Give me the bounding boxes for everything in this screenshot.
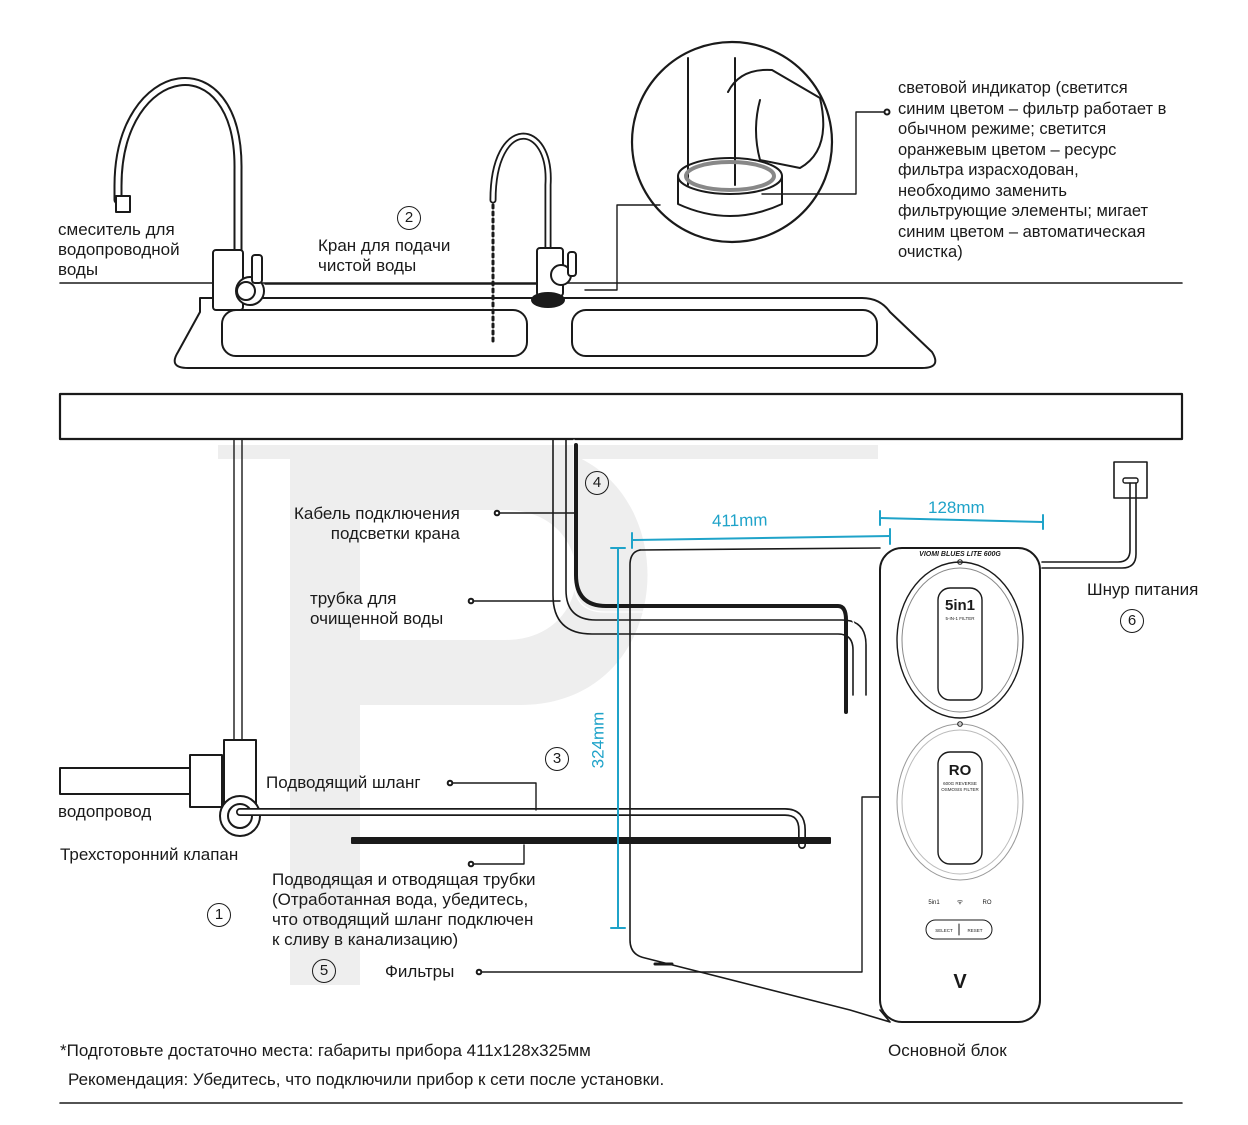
filters-label: Фильтры xyxy=(385,962,455,981)
brand-logo: V xyxy=(953,971,967,993)
filter1-sub: 5-IN-1 FILTER xyxy=(946,616,976,621)
reset-button[interactable]: RESET xyxy=(967,928,982,933)
clean-water-faucet xyxy=(489,132,577,308)
number-1: 1 xyxy=(207,903,231,927)
cable-and-tube xyxy=(552,439,867,714)
countertop xyxy=(58,392,1184,441)
filter1-logo: 5in1 xyxy=(945,597,975,614)
sink-basin-right xyxy=(571,309,878,357)
number-5: 5 xyxy=(312,959,336,983)
sink-basin-left xyxy=(221,309,528,357)
wifi-icon: ᯤ xyxy=(957,899,964,906)
dimension-width: 411mm xyxy=(711,510,768,531)
filter2-logo: RO xyxy=(949,762,972,779)
dimension-height: 324mm xyxy=(588,711,608,769)
number-6: 6 xyxy=(1120,609,1144,633)
sink-outline xyxy=(173,297,937,369)
footnote-recommendation: Рекомендация: Убедитесь, что подключили … xyxy=(68,1070,665,1089)
mixer-label: смеситель для водопроводной воды xyxy=(58,220,180,279)
number-3: 3 xyxy=(545,747,569,771)
main-unit-label: Основной блок xyxy=(888,1041,1007,1060)
dimension-depth: 128mm xyxy=(928,498,985,517)
filter2-sub1: 600G REVERSE xyxy=(943,781,977,786)
valve-label: Трехсторонний клапан xyxy=(60,845,239,864)
indicator-ro: RO xyxy=(983,900,992,906)
indicator-label: световой индикатор (светится синим цвето… xyxy=(898,79,1167,261)
three-way-valve xyxy=(59,739,261,837)
tube-label: трубка для очищенной воды xyxy=(310,589,444,628)
inlet-hose-label: Подводящий шланг xyxy=(266,773,421,792)
faucet-label: Кран для подачи чистой воды xyxy=(318,236,451,275)
indicator-5in1: 5in1 xyxy=(928,900,940,906)
indicator-zoom xyxy=(630,40,834,244)
cable-label: Кабель подключения подсветки крана xyxy=(294,504,460,543)
power-label: Шнур питания xyxy=(1087,580,1199,599)
select-button[interactable]: SELECT xyxy=(935,928,953,933)
inlet-outlet-pipes xyxy=(351,837,831,844)
pipes-label: Подводящая и отводящая трубки (Отработан… xyxy=(272,870,536,949)
number-2: 2 xyxy=(397,206,421,230)
mixer-tap xyxy=(113,77,265,311)
water-supply-label: водопровод xyxy=(58,802,152,821)
dimension-lines xyxy=(610,510,1044,929)
footnote-dimensions: *Подготовьте достаточно места: габариты … xyxy=(60,1041,591,1060)
number-4: 4 xyxy=(585,471,609,495)
filter2-sub2: OSMOSIS FILTER xyxy=(941,787,979,792)
power-socket xyxy=(1041,461,1148,569)
device-brand: VIOMI BLUES LITE 600G xyxy=(919,551,1001,558)
main-unit xyxy=(629,547,1041,1023)
